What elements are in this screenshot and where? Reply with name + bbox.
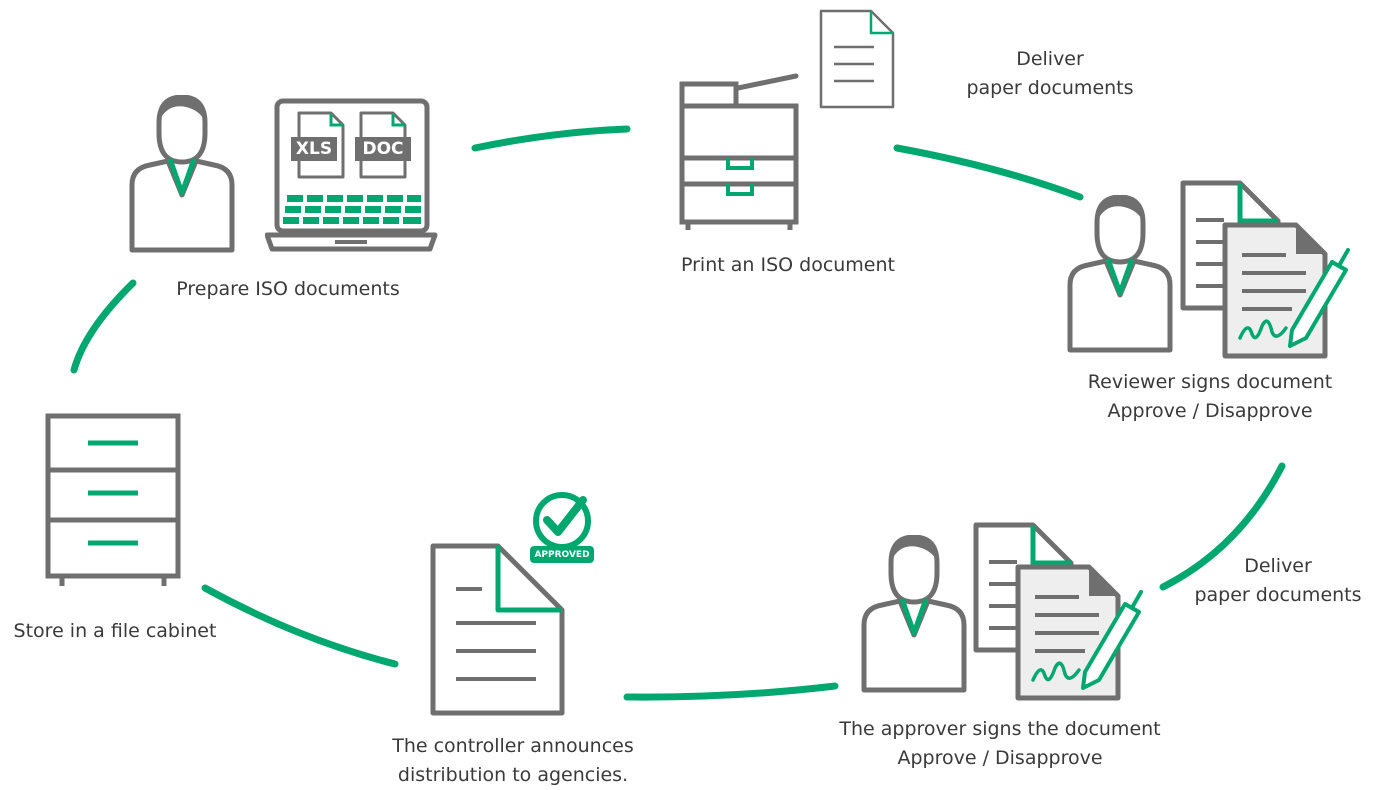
step-label-approve: The approver signs the document Approve … [820,715,1180,773]
document-file-icon [355,111,411,179]
review-line1: Reviewer signs document [1087,371,1333,393]
file-tag-xls: XLS [295,139,333,159]
laptop-icon [265,98,438,252]
pen-icon [1288,248,1350,348]
deliver-label-2-line2: paper documents [1194,584,1362,606]
spreadsheet-file-icon [291,111,345,179]
approve-line2: Approve / Disapprove [897,747,1103,769]
review-line2: Approve / Disapprove [1107,400,1313,422]
person-icon [129,95,235,253]
step-label-review: Reviewer signs document Approve / Disapp… [1060,368,1360,426]
approved-badge-text: APPROVED [534,550,590,560]
deliver-label-2: Deliver paper documents [1160,552,1396,610]
deliver-label-1-line1: Deliver [1016,48,1084,70]
step-label-print: Print an ISO document [681,254,895,276]
announce-line2: distribution to agencies. [397,764,629,786]
approved-document-icon [430,543,565,716]
step-label-announce: The controller announces distribution to… [358,732,668,790]
connector-print-to-review [893,144,1084,201]
deliver-label-1-line2: paper documents [966,77,1134,99]
connector-announce-to-store [201,584,399,668]
printer-icon [679,73,799,230]
paper-document-icon [819,9,895,109]
file-cabinet-icon [45,413,181,586]
connector-prepare-to-print [471,125,631,152]
deliver-label-2-line1: Deliver [1244,555,1312,577]
connector-review-to-approve [1159,462,1286,591]
approved-check-badge-icon [530,492,594,563]
pen-icon [1081,590,1143,690]
approve-line1: The approver signs the document [839,718,1161,740]
file-tag-doc: DOC [362,139,404,159]
connector-store-to-prepare [70,279,137,374]
step-label-store: Store in a file cabinet [13,620,217,642]
connector-approve-to-announce [623,682,839,701]
signed-document-icon [973,522,1143,701]
person-icon [1067,195,1173,353]
step-label-prepare: Prepare ISO documents [176,278,400,300]
signed-document-icon [1180,180,1350,359]
person-icon [861,535,967,693]
announce-line1: The controller announces [392,735,634,757]
deliver-label-1: Deliver paper documents [930,45,1170,103]
